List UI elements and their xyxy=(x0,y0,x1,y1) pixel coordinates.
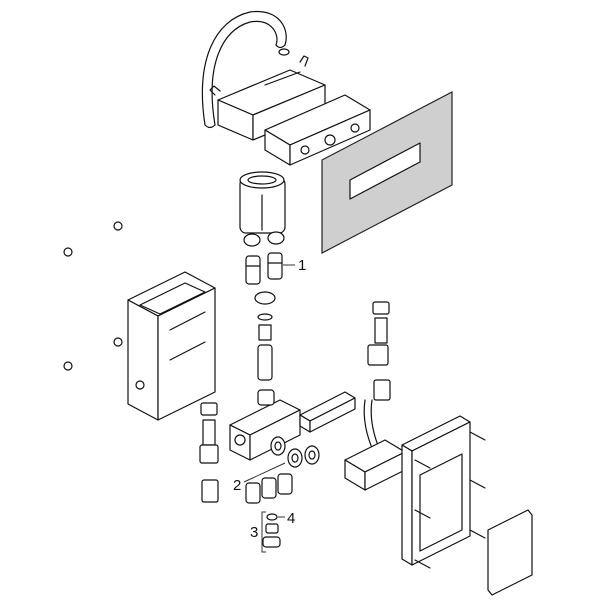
fitting-set xyxy=(261,511,281,553)
sensor-module xyxy=(239,171,286,234)
callout-1: 1 xyxy=(283,257,306,274)
cover-plate xyxy=(321,91,453,254)
valve-housing xyxy=(209,55,326,141)
callout-4: 4 xyxy=(278,510,295,527)
screws-right xyxy=(414,431,486,569)
right-fitting xyxy=(367,301,391,401)
solenoid-unit xyxy=(299,391,406,491)
cartridge-valves xyxy=(243,231,285,381)
o-rings xyxy=(270,436,320,468)
mounting-frame-right xyxy=(401,415,471,566)
callout-label-3: 3 xyxy=(250,524,258,541)
screws-left xyxy=(63,221,123,371)
callout-3: 3 xyxy=(250,524,258,541)
callout-label-1: 1 xyxy=(298,257,306,274)
callout-2: 2 xyxy=(233,462,286,494)
cover-lid xyxy=(487,509,533,596)
left-fitting xyxy=(199,402,219,503)
callout-label-2: 2 xyxy=(233,477,241,494)
connector-fittings xyxy=(245,473,293,504)
valve-body xyxy=(229,389,301,461)
hose xyxy=(201,10,290,129)
back-box xyxy=(127,271,216,421)
mounting-frame xyxy=(264,94,371,166)
callout-label-4: 4 xyxy=(287,510,295,527)
